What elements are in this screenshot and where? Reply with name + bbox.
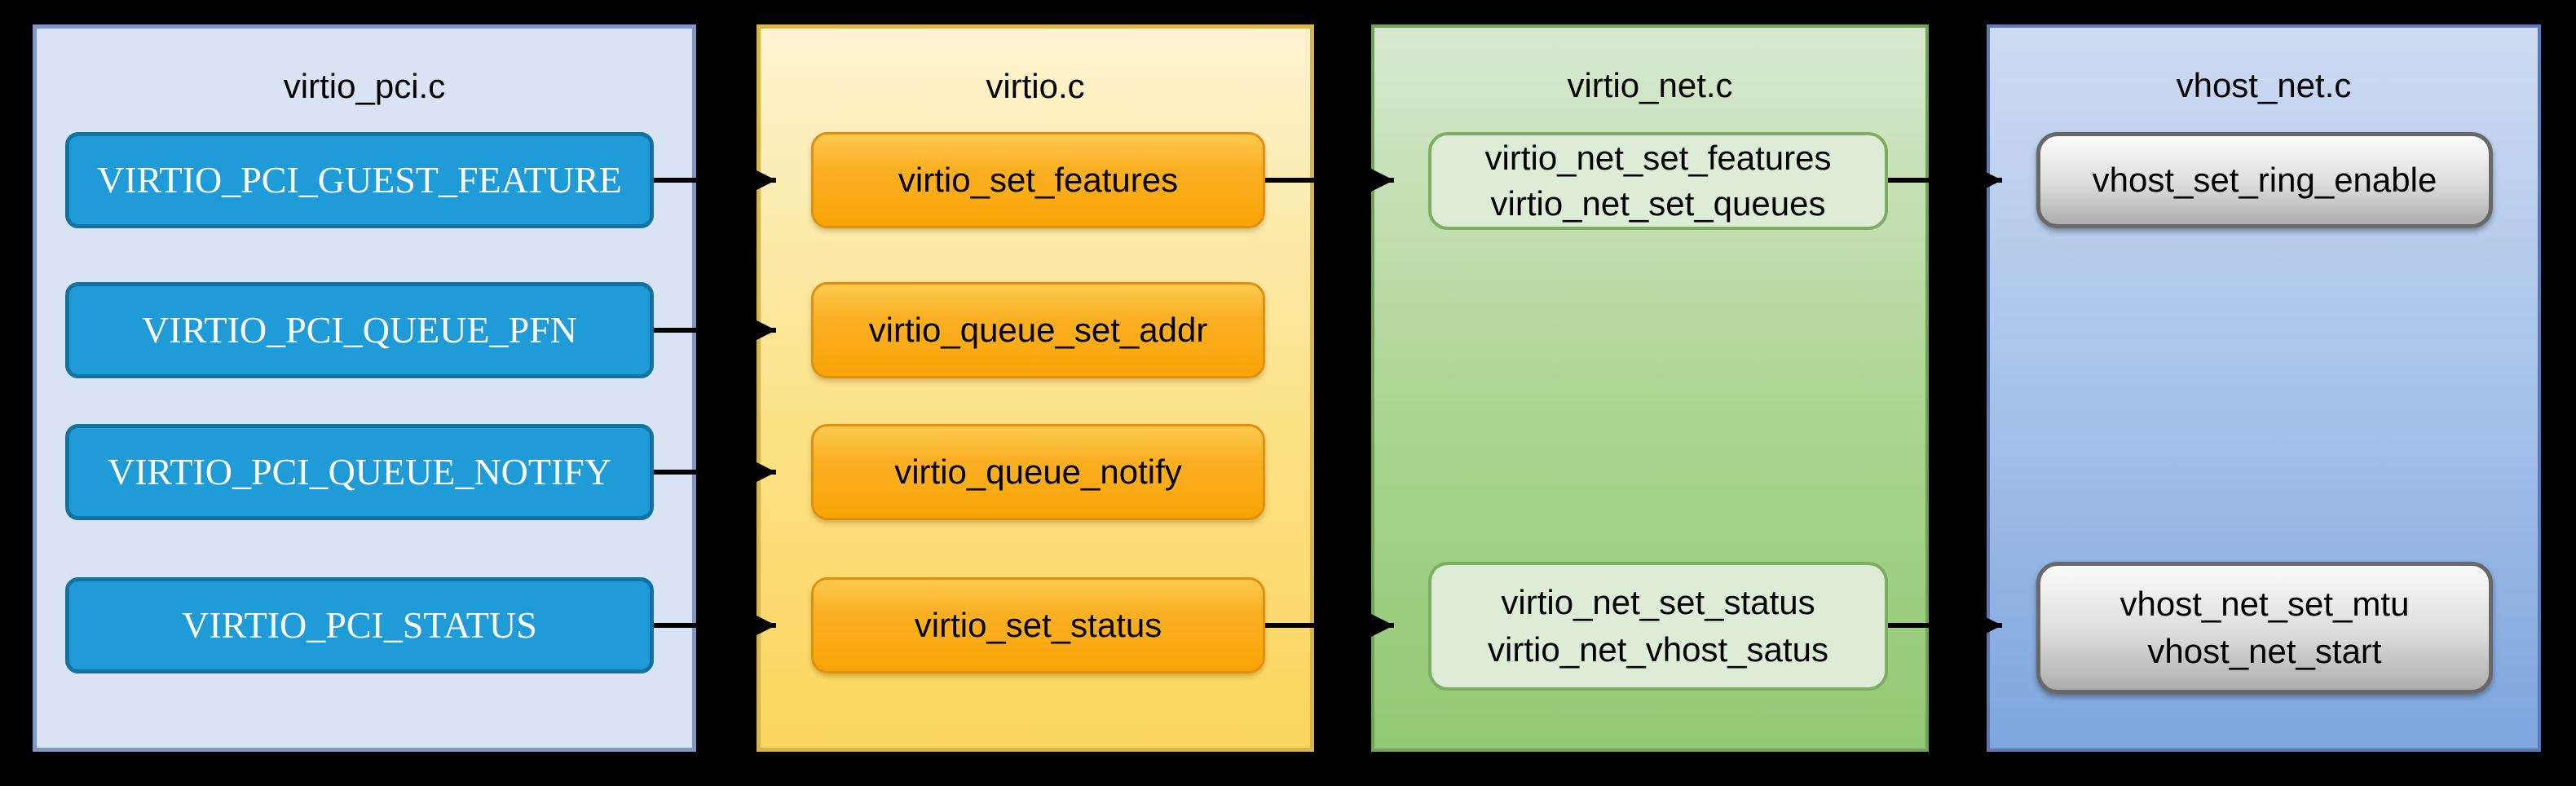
- function-box-virtio-pci-queue-pfn: VIRTIO_PCI_QUEUE_PFN: [65, 282, 654, 378]
- container-vhost-net: vhost_net.c vhost_set_ring_enable vhost_…: [1987, 24, 2541, 752]
- function-label: virtio_queue_notify: [894, 453, 1182, 491]
- function-box-virtio-net-set-features: virtio_net_set_features virtio_net_set_q…: [1428, 132, 1888, 230]
- function-label: virtio_net_vhost_satus: [1488, 630, 1828, 669]
- function-label: VIRTIO_PCI_GUEST_FEATURE: [97, 159, 622, 201]
- function-box-virtio-set-features: virtio_set_features: [811, 132, 1265, 228]
- file-title-virtio-net: virtio_net.c: [1567, 66, 1733, 104]
- function-label: vhost_set_ring_enable: [2092, 161, 2437, 199]
- container-virtio-pci: virtio_pci.c VIRTIO_PCI_GUEST_FEATURE VI…: [33, 24, 696, 752]
- function-box-virtio-queue-set-addr: virtio_queue_set_addr: [811, 282, 1265, 378]
- function-box-vhost-set-ring-enable: vhost_set_ring_enable: [2036, 132, 2493, 228]
- container-virtio: virtio.c virtio_set_features virtio_queu…: [756, 24, 1314, 752]
- function-label: VIRTIO_PCI_STATUS: [182, 604, 537, 646]
- function-box-virtio-pci-queue-notify: VIRTIO_PCI_QUEUE_NOTIFY: [65, 424, 654, 520]
- function-label: virtio_set_status: [914, 606, 1162, 644]
- function-label: virtio_net_set_status: [1501, 583, 1815, 621]
- file-title-vhost-net: vhost_net.c: [2176, 66, 2352, 104]
- function-box-virtio-net-set-status: virtio_net_set_status virtio_net_vhost_s…: [1428, 562, 1888, 691]
- function-box-virtio-pci-status: VIRTIO_PCI_STATUS: [65, 577, 654, 673]
- file-title-virtio: virtio.c: [986, 67, 1085, 105]
- function-label: VIRTIO_PCI_QUEUE_NOTIFY: [107, 451, 612, 492]
- function-label: vhost_net_start: [2147, 632, 2382, 670]
- function-box-vhost-net-start: vhost_net_set_mtu vhost_net_start: [2036, 562, 2493, 694]
- function-box-virtio-pci-guest-feature: VIRTIO_PCI_GUEST_FEATURE: [65, 132, 654, 228]
- container-virtio-net: virtio_net.c virtio_net_set_features vir…: [1371, 24, 1929, 752]
- function-label: virtio_queue_set_addr: [868, 311, 1208, 349]
- function-label: virtio_net_set_queues: [1490, 184, 1826, 223]
- function-box-virtio-queue-notify: virtio_queue_notify: [811, 424, 1265, 520]
- function-box-virtio-set-status: virtio_set_status: [811, 577, 1265, 673]
- function-label: virtio_set_features: [898, 161, 1179, 199]
- file-title-virtio-pci: virtio_pci.c: [283, 67, 446, 105]
- function-label: vhost_net_set_mtu: [2119, 585, 2410, 623]
- function-label: virtio_net_set_features: [1484, 139, 1832, 177]
- function-label: VIRTIO_PCI_QUEUE_PFN: [142, 309, 577, 351]
